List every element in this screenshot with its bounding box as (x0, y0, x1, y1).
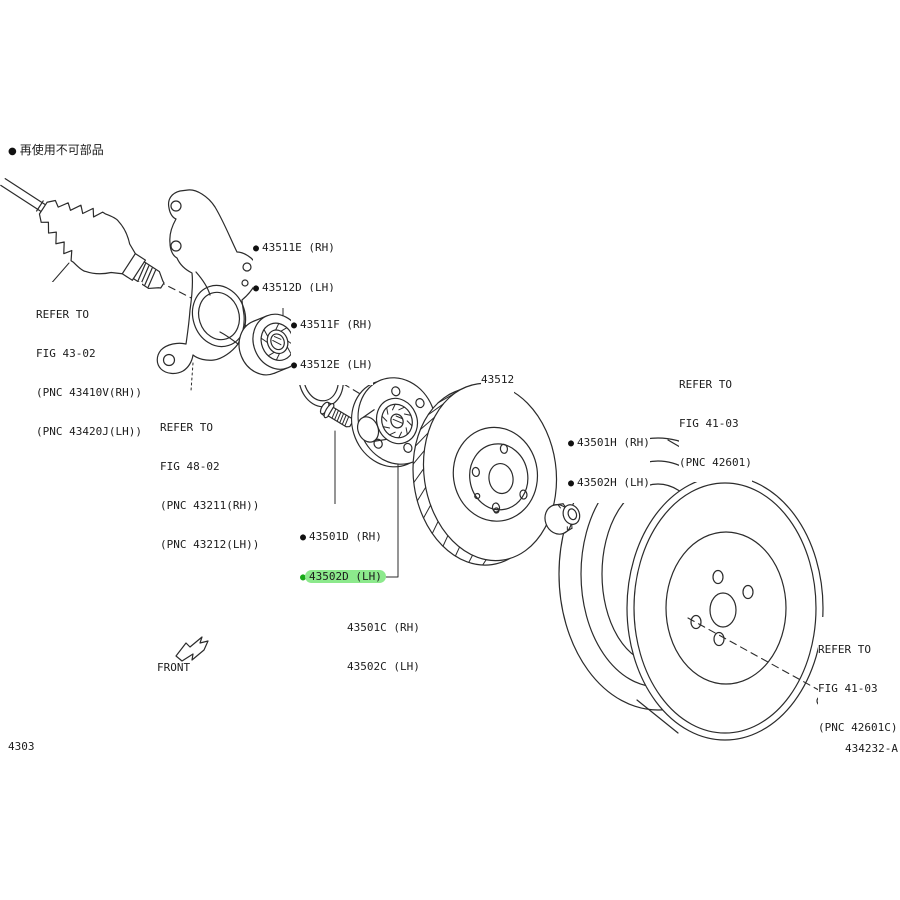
front-label: FRONT (157, 661, 191, 674)
center-axis-line-wheel (688, 618, 826, 694)
ref-knuckle: REFER TO FIG 48-02 (PNC 43211(RH)) (PNC … (160, 395, 260, 564)
brake-disc-drawing[interactable] (401, 375, 568, 574)
part-number: 43512D (LH) (262, 281, 335, 294)
label-hub-nut[interactable]: ●43501H (RH) ●43502H (LH) (568, 410, 650, 503)
non-reusable-bullet-icon: ● (568, 438, 575, 449)
cv-axle-drawing[interactable] (0, 156, 179, 311)
non-reusable-bullet-icon: ● (253, 243, 260, 254)
label-brake-disc[interactable]: 43512 (481, 347, 515, 399)
non-reusable-bullet-icon: ● (291, 360, 298, 371)
part-number: 43501D (RH) (309, 530, 382, 543)
non-reusable-bullet-icon: ● (568, 478, 575, 489)
wheel-drawing[interactable] (559, 438, 823, 740)
part-number-highlighted[interactable]: 43502D (LH) (305, 570, 386, 583)
drawing-code: 434232-A (845, 742, 898, 755)
wheel-bearing-drawing[interactable] (231, 307, 310, 383)
ref-wheel-nut: REFER TO FIG 41-03 (PNC 42601C) (818, 617, 898, 747)
non-reusable-bullet-icon: ● (253, 283, 260, 294)
hub-nut-drawing[interactable] (541, 498, 584, 538)
label-hub-sub-assy[interactable]: ●43501D (RH) ●43502D (LH) (300, 504, 386, 597)
part-number: 43512 (481, 373, 515, 386)
part-number: 43512E (LH) (300, 358, 373, 371)
selected-part-bullet-icon: ● (300, 572, 307, 583)
label-snap-ring[interactable]: ●43511F (RH) ●43512E (LH) (291, 292, 373, 385)
non-reusable-bullet-icon: ● (8, 146, 17, 157)
legend-text: 再使用不可部品 (19, 143, 104, 157)
non-reusable-legend: ●再使用不可部品 (8, 141, 104, 158)
ref-wheel: REFER TO FIG 41-03 (PNC 42601) (679, 352, 752, 482)
front-arrow-icon (176, 637, 208, 661)
part-number: 43502H (LH) (577, 476, 650, 489)
part-number: 43501C (RH) (347, 621, 420, 634)
part-number: 43502C (LH) (347, 660, 420, 673)
page-code: 4303 (8, 740, 35, 753)
non-reusable-bullet-icon: ● (300, 532, 307, 543)
part-number: 43501H (RH) (577, 436, 650, 449)
part-number: 43511E (RH) (262, 241, 335, 254)
part-number: 43511F (RH) (300, 318, 373, 331)
ref-axle: REFER TO FIG 43-02 (PNC 43410V(RH)) (PNC… (36, 282, 142, 451)
hub-bolt-drawing[interactable] (318, 400, 355, 431)
label-hub-assy[interactable]: 43501C (RH) 43502C (LH) (347, 595, 420, 686)
non-reusable-bullet-icon: ● (291, 320, 298, 331)
